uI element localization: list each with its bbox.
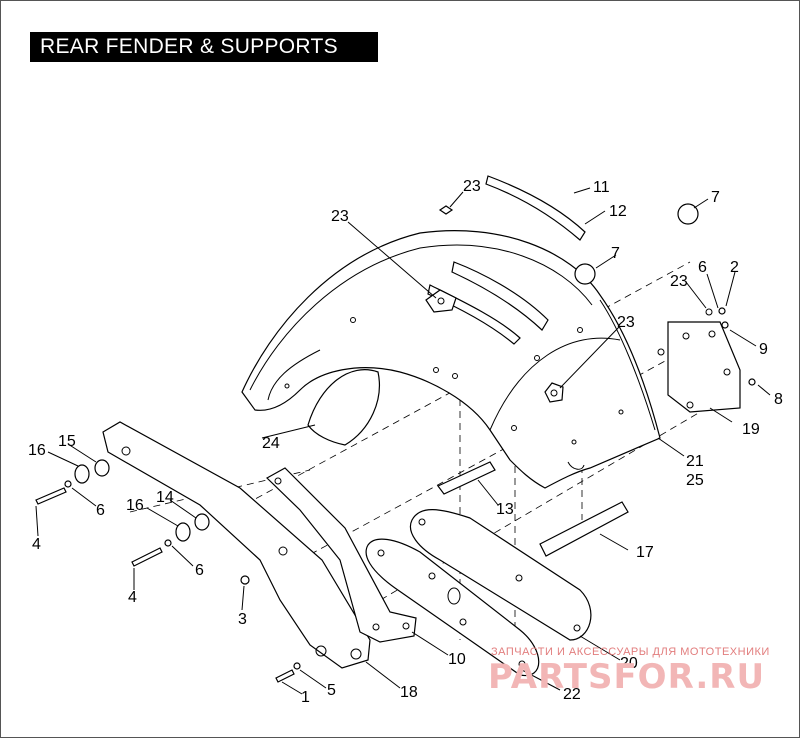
diagram-title: REAR FENDER & SUPPORTS	[30, 32, 378, 62]
part-10-inner-support	[266, 467, 417, 643]
callout-4-upper: 4	[32, 536, 41, 553]
rear-fender	[241, 230, 661, 489]
callout-16-upper: 16	[28, 442, 46, 459]
watermark: ЗАПЧАСТИ И АКСЕССУАРЫ ДЛЯ МОТОТЕХНИКИ PA…	[488, 646, 770, 697]
callout-24: 24	[262, 435, 280, 452]
part-2-nut	[718, 307, 726, 315]
callout-17: 17	[636, 544, 654, 561]
callout-21: 21	[686, 453, 704, 470]
callout-9: 9	[759, 341, 768, 358]
part-8-nut	[748, 378, 756, 386]
callout-6-upper: 6	[96, 502, 105, 519]
callout-13: 13	[496, 501, 514, 518]
callout-22: 22	[563, 686, 581, 703]
callout-labels: 23 23 23 23 11 12 7 7 6 6 6 2 9 8 19 21 …	[28, 178, 783, 706]
callout-3: 3	[238, 611, 247, 628]
callout-6-bracket: 6	[698, 259, 707, 276]
part-7-cap-upper	[677, 203, 699, 225]
callout-23-left: 23	[331, 208, 349, 225]
callout-11: 11	[593, 179, 610, 196]
callout-25: 25	[686, 472, 704, 489]
callout-6-lower: 6	[195, 562, 204, 579]
part-18-left-support	[102, 421, 371, 669]
callout-23-top: 23	[463, 178, 481, 195]
watermark-brand: PARTSFOR.RU	[488, 657, 765, 697]
callout-15: 15	[58, 433, 76, 450]
callout-16-lower: 16	[126, 497, 144, 514]
callout-23-right: 23	[617, 314, 635, 331]
callout-19: 19	[742, 421, 760, 438]
callout-10: 10	[448, 651, 466, 668]
callout-4-lower: 4	[128, 589, 137, 606]
callout-8: 8	[774, 391, 783, 408]
part-7-cap-lower	[574, 263, 596, 285]
callout-14: 14	[156, 489, 174, 506]
callout-12: 12	[609, 203, 627, 220]
callout-7-upper: 7	[711, 189, 720, 206]
leader-lines	[35, 187, 771, 695]
part-24-pad	[307, 369, 380, 446]
part-22-plate	[365, 538, 540, 677]
callout-2: 2	[730, 259, 739, 276]
part-9-nut	[721, 321, 729, 329]
callout-1: 1	[301, 689, 310, 706]
hardware-left	[35, 459, 301, 683]
watermark-tagline: ЗАПЧАСТИ И АКСЕССУАРЫ ДЛЯ МОТОТЕХНИКИ	[491, 646, 770, 658]
part-13-clip	[437, 461, 496, 495]
part-17-strip	[539, 501, 629, 557]
callout-20: 20	[620, 655, 638, 672]
callout-18: 18	[400, 684, 418, 701]
part-19-bracket	[667, 321, 741, 413]
part-20-plate	[409, 509, 592, 641]
callout-23-bracket: 23	[670, 273, 688, 290]
callout-7-lower: 7	[611, 245, 620, 262]
part-23-retainers	[425, 205, 713, 403]
callout-5: 5	[327, 682, 336, 699]
